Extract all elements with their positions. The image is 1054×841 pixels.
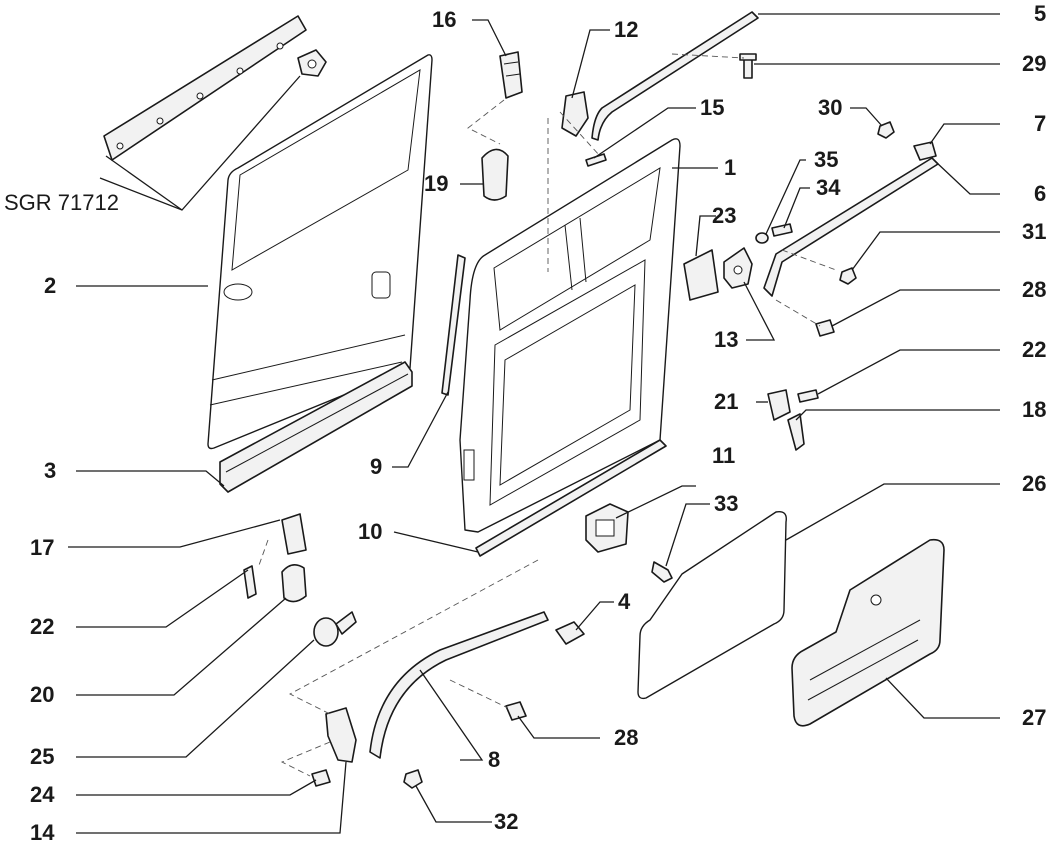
guide-11 xyxy=(585,503,629,553)
callout-15: 15 xyxy=(700,95,724,120)
callout-9: 9 xyxy=(370,454,382,479)
callout-17: 17 xyxy=(30,535,54,560)
trim-panel-26 xyxy=(637,511,787,700)
callout-31: 31 xyxy=(1022,219,1046,244)
bolt-28-upper xyxy=(815,319,835,337)
callout-26: 26 xyxy=(1022,471,1046,496)
callout-24: 24 xyxy=(30,782,55,807)
washer-35 xyxy=(755,232,769,244)
roller-7 xyxy=(913,141,937,161)
callout-3: 3 xyxy=(44,458,56,483)
callout-18: 18 xyxy=(1022,397,1046,422)
bolt-34 xyxy=(771,223,793,237)
callout-22-upper: 22 xyxy=(1022,337,1046,362)
callout-11: 11 xyxy=(712,443,735,468)
door-lock xyxy=(723,247,753,289)
bolt-24 xyxy=(311,769,331,787)
callout-21: 21 xyxy=(714,389,738,414)
callout-33: 33 xyxy=(714,491,738,516)
trim-panel-27 xyxy=(791,538,945,727)
callout-8: 8 xyxy=(488,747,500,772)
trim-clip xyxy=(297,49,327,77)
lower-seal xyxy=(475,439,667,557)
bolt-28-lower xyxy=(505,701,527,721)
callout-29: 29 xyxy=(1022,51,1046,76)
callout-5: 5 xyxy=(1034,1,1046,26)
callout-35: 35 xyxy=(814,147,838,172)
upper-rail xyxy=(591,11,759,141)
callout-6: 6 xyxy=(1034,181,1046,206)
bracket-17 xyxy=(281,513,307,555)
stop-20 xyxy=(281,564,307,603)
reference-label: SGR 71712 xyxy=(4,190,119,215)
bumper-16 xyxy=(499,51,523,99)
bolt-22-upper xyxy=(797,389,819,403)
callout-14: 14 xyxy=(30,820,55,841)
inner-door-frame xyxy=(459,138,681,533)
buffer-25 xyxy=(313,611,357,647)
callout-28-upper: 28 xyxy=(1022,277,1046,302)
bracket-4 xyxy=(555,621,585,645)
callout-12: 12 xyxy=(614,17,638,42)
screw-15 xyxy=(585,153,607,167)
callout-20: 20 xyxy=(30,682,54,707)
callout-1: 1 xyxy=(724,155,736,180)
callout-23: 23 xyxy=(712,203,736,228)
sill-moulding xyxy=(219,361,413,493)
callout-19: 19 xyxy=(424,171,448,196)
striker-21 xyxy=(767,389,791,421)
callout-28-lower: 28 xyxy=(614,725,638,750)
outer-door-panel xyxy=(207,54,433,450)
callout-32: 32 xyxy=(494,809,518,834)
nut-32 xyxy=(403,769,423,789)
lock-cover xyxy=(683,249,719,301)
hinge-bracket-14 xyxy=(325,707,357,763)
callout-10: 10 xyxy=(358,519,382,544)
callout-7: 7 xyxy=(1034,111,1046,136)
callout-25: 25 xyxy=(30,744,54,769)
callout-2: 2 xyxy=(44,273,56,298)
callout-13: 13 xyxy=(714,327,738,352)
callout-22-lower: 22 xyxy=(30,614,54,639)
bolt-33 xyxy=(651,561,673,583)
callout-27: 27 xyxy=(1022,705,1046,730)
bumper-19 xyxy=(481,148,509,201)
upper-roller-bracket xyxy=(561,91,589,137)
callout-16: 16 xyxy=(432,7,456,32)
bolt-29 xyxy=(739,53,757,79)
upper-trim-strip xyxy=(103,15,307,161)
vertical-seal-strip xyxy=(441,254,466,396)
callout-4: 4 xyxy=(618,589,631,614)
callout-30: 30 xyxy=(818,95,842,120)
nut-31 xyxy=(839,267,857,285)
lower-rail xyxy=(369,611,549,759)
bracket-18 xyxy=(787,413,805,451)
bolt-22-lower xyxy=(243,565,257,599)
callout-34: 34 xyxy=(816,175,841,200)
